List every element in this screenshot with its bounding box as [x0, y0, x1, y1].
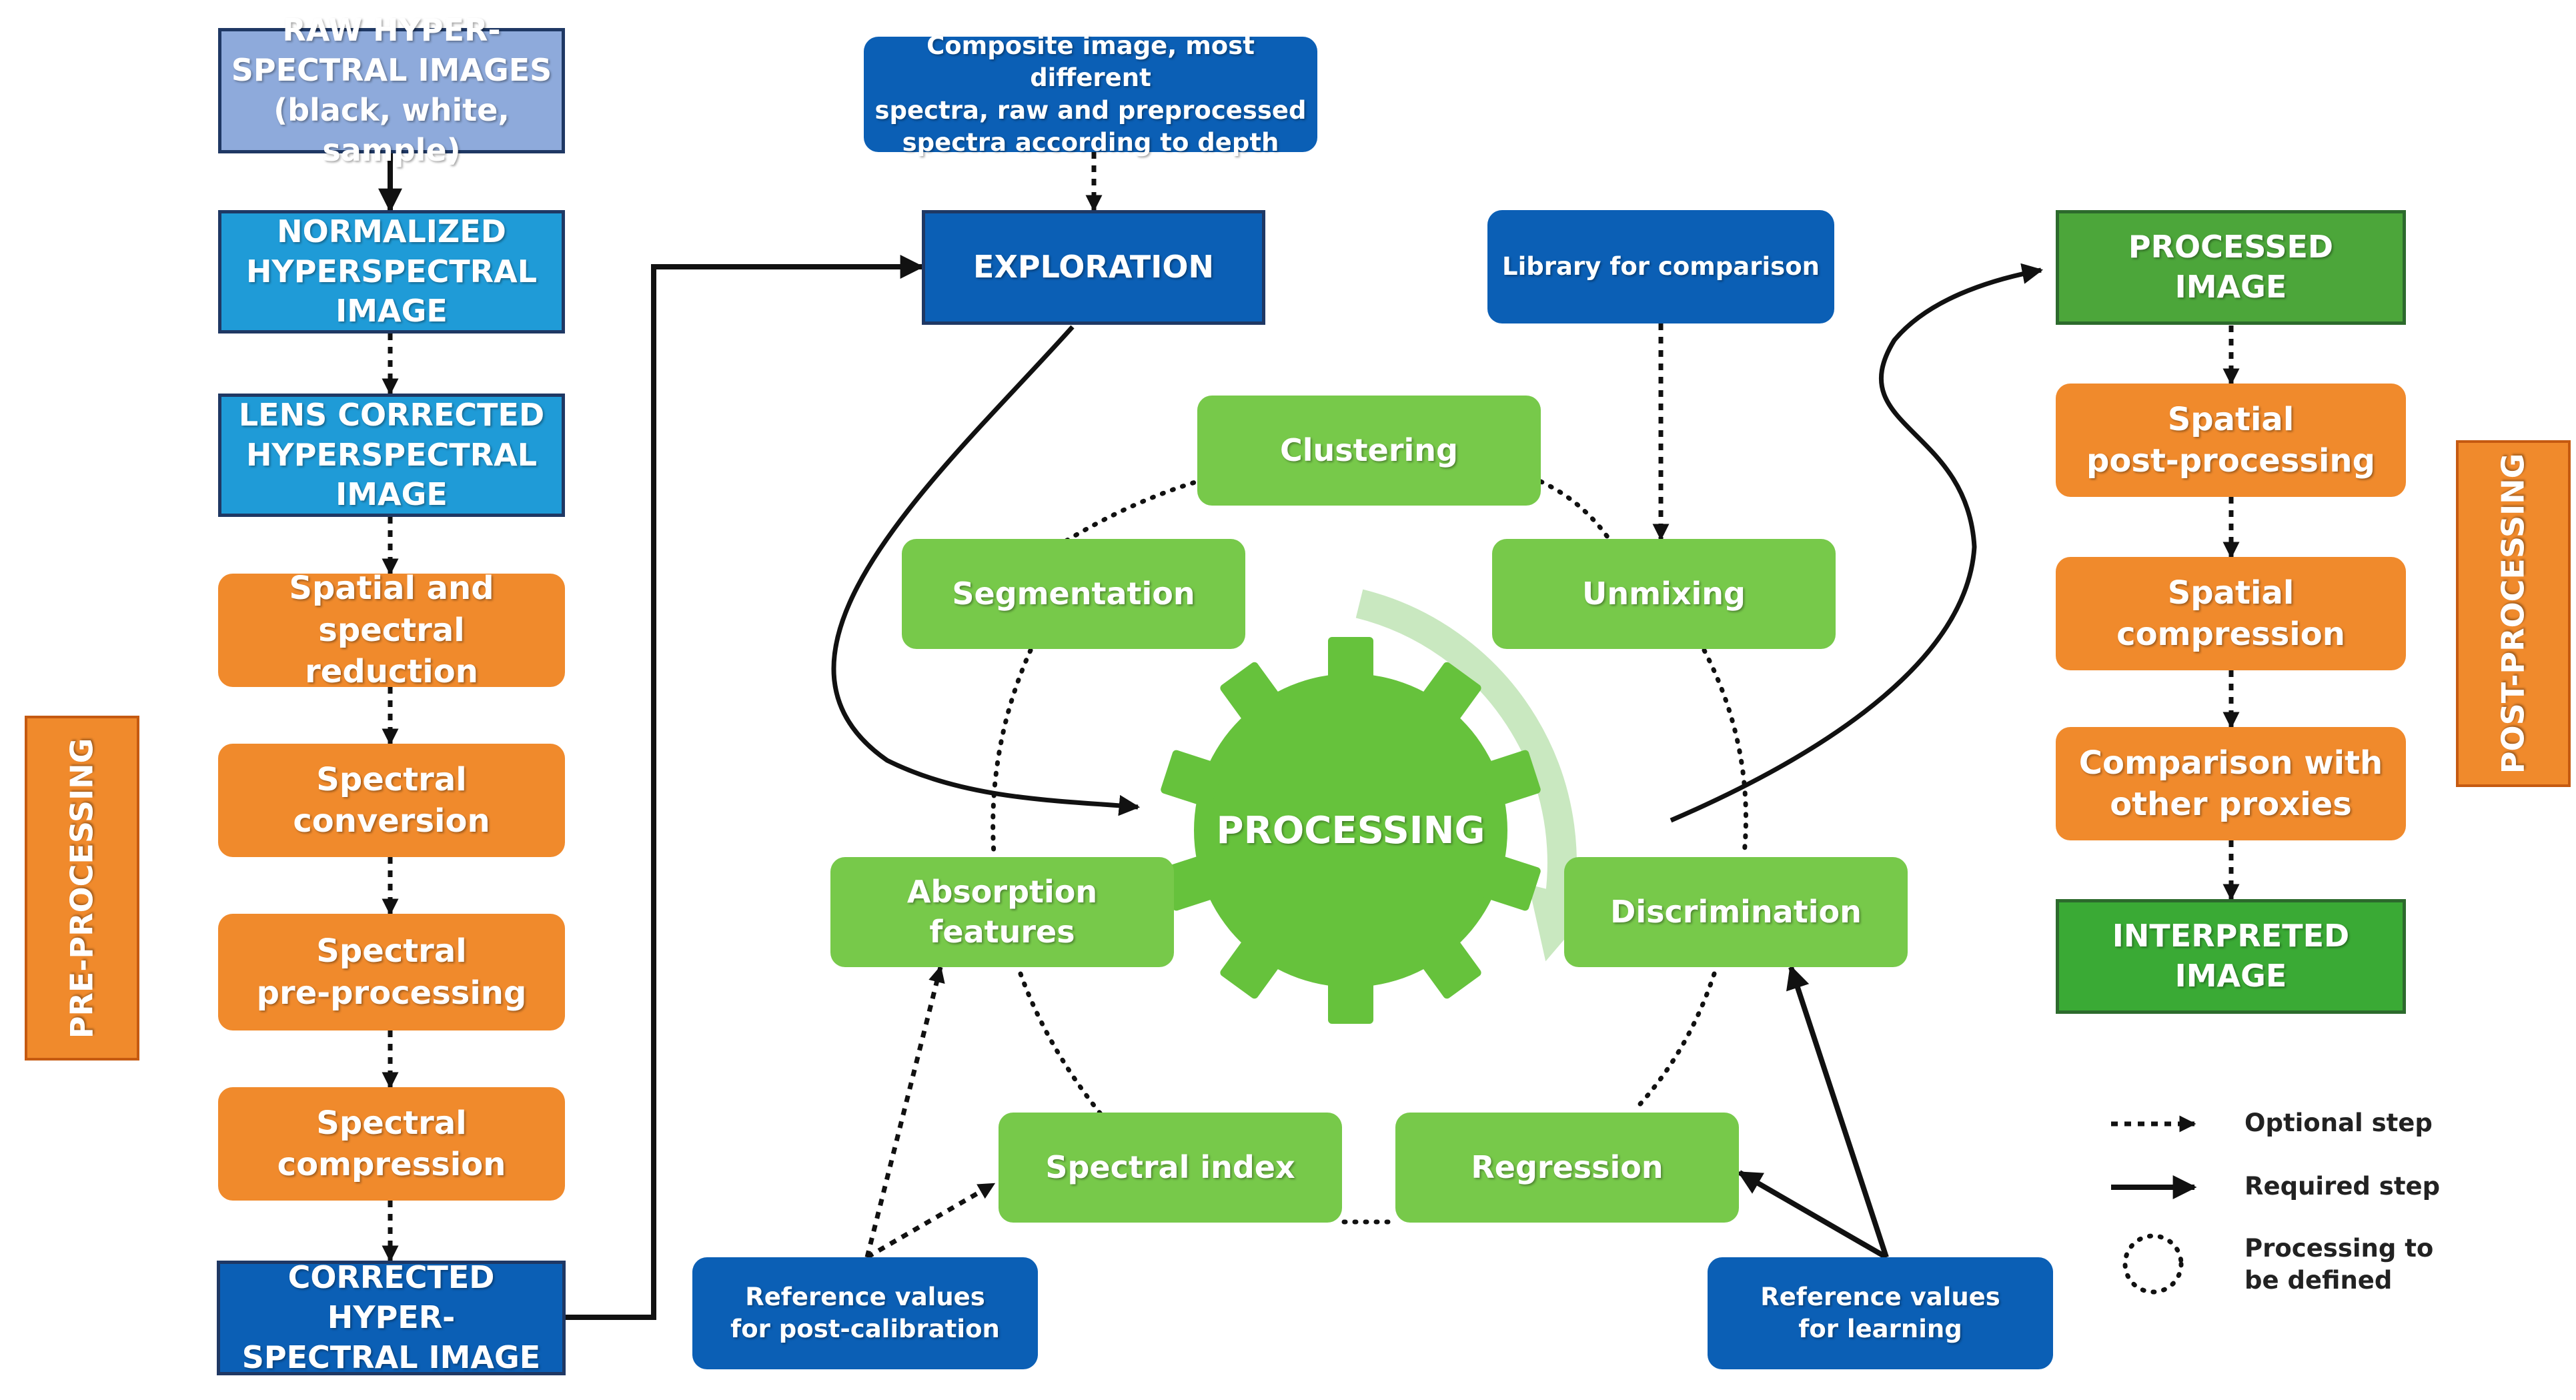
legend-optional-label: Optional step: [2244, 1109, 2433, 1137]
raw-hyperspectral-images-box: RAW HYPER- SPECTRAL IMAGES (black, white…: [218, 12, 565, 168]
unmixing-box: Unmixing: [1492, 539, 1836, 649]
post-calibration-arrows: [864, 965, 996, 1260]
library-for-comparison-box: Library for comparison: [1487, 210, 1834, 323]
post-processing-side-text: POST-PROCESSING: [2495, 453, 2531, 774]
normalized-image-box: NORMALIZED HYPERSPECTRAL IMAGE: [218, 210, 565, 333]
legend-dotted-circle-icon: [2122, 1233, 2184, 1295]
exploration-to-processing-arrow: [831, 325, 1141, 816]
segmentation-box: Segmentation: [902, 539, 1245, 649]
interpreted-image-box: INTERPRETED IMAGE: [2056, 899, 2406, 1014]
processing-gear-icon: [1161, 637, 1541, 1024]
comparison-other-proxies-box: Comparison with other proxies: [2056, 727, 2406, 840]
corrected-hyperspectral-image-box: CORRECTED HYPER- SPECTRAL IMAGE: [217, 1259, 566, 1375]
processing-to-processed-arrow: [1670, 263, 2044, 823]
processing-cycle-arrow: [1355, 589, 1597, 962]
legend-to-define-label: Processing to be defined: [2244, 1234, 2434, 1295]
legend-required-label: Required step: [2244, 1172, 2441, 1201]
processed-image-box: PROCESSED IMAGE: [2056, 210, 2406, 325]
exploration-box: EXPLORATION: [922, 210, 1265, 325]
spectral-conversion-box: Spectral conversion: [218, 744, 565, 857]
spectral-compression-box: Spectral compression: [218, 1087, 565, 1201]
spatial-spectral-reduction-box: Spatial and spectral reduction: [218, 570, 565, 690]
spatial-compression-box: Spatial compression: [2056, 557, 2406, 670]
pre-processing-side-label: PRE-PROCESSING: [25, 716, 139, 1061]
learning-arrows: [1737, 964, 1889, 1260]
spectral-preprocessing-box: Spectral pre-processing: [218, 914, 565, 1030]
absorption-features-box: Absorption features: [830, 857, 1174, 967]
spatial-postprocessing-box: Spatial post-processing: [2056, 384, 2406, 497]
reference-learning-box: Reference values for learning: [1708, 1257, 2053, 1369]
spectral-index-box: Spectral index: [999, 1113, 1342, 1223]
regression-box: Regression: [1395, 1113, 1739, 1223]
post-processing-side-label: POST-PROCESSING: [2456, 440, 2571, 787]
discrimination-box: Discrimination: [1564, 857, 1908, 967]
pre-processing-side-text: PRE-PROCESSING: [63, 738, 100, 1038]
lens-corrected-image-box: LENS CORRECTED HYPERSPECTRAL IMAGE: [218, 394, 565, 517]
processing-ring-dotted: [991, 479, 1748, 1225]
reference-post-calibration-box: Reference values for post-calibration: [692, 1257, 1038, 1369]
composite-image-note: Composite image, most different spectra,…: [864, 31, 1317, 157]
processing-center-label: PROCESSING: [1216, 808, 1485, 852]
clustering-box: Clustering: [1197, 396, 1541, 506]
corrected-to-exploration-arrow: [566, 255, 924, 1320]
